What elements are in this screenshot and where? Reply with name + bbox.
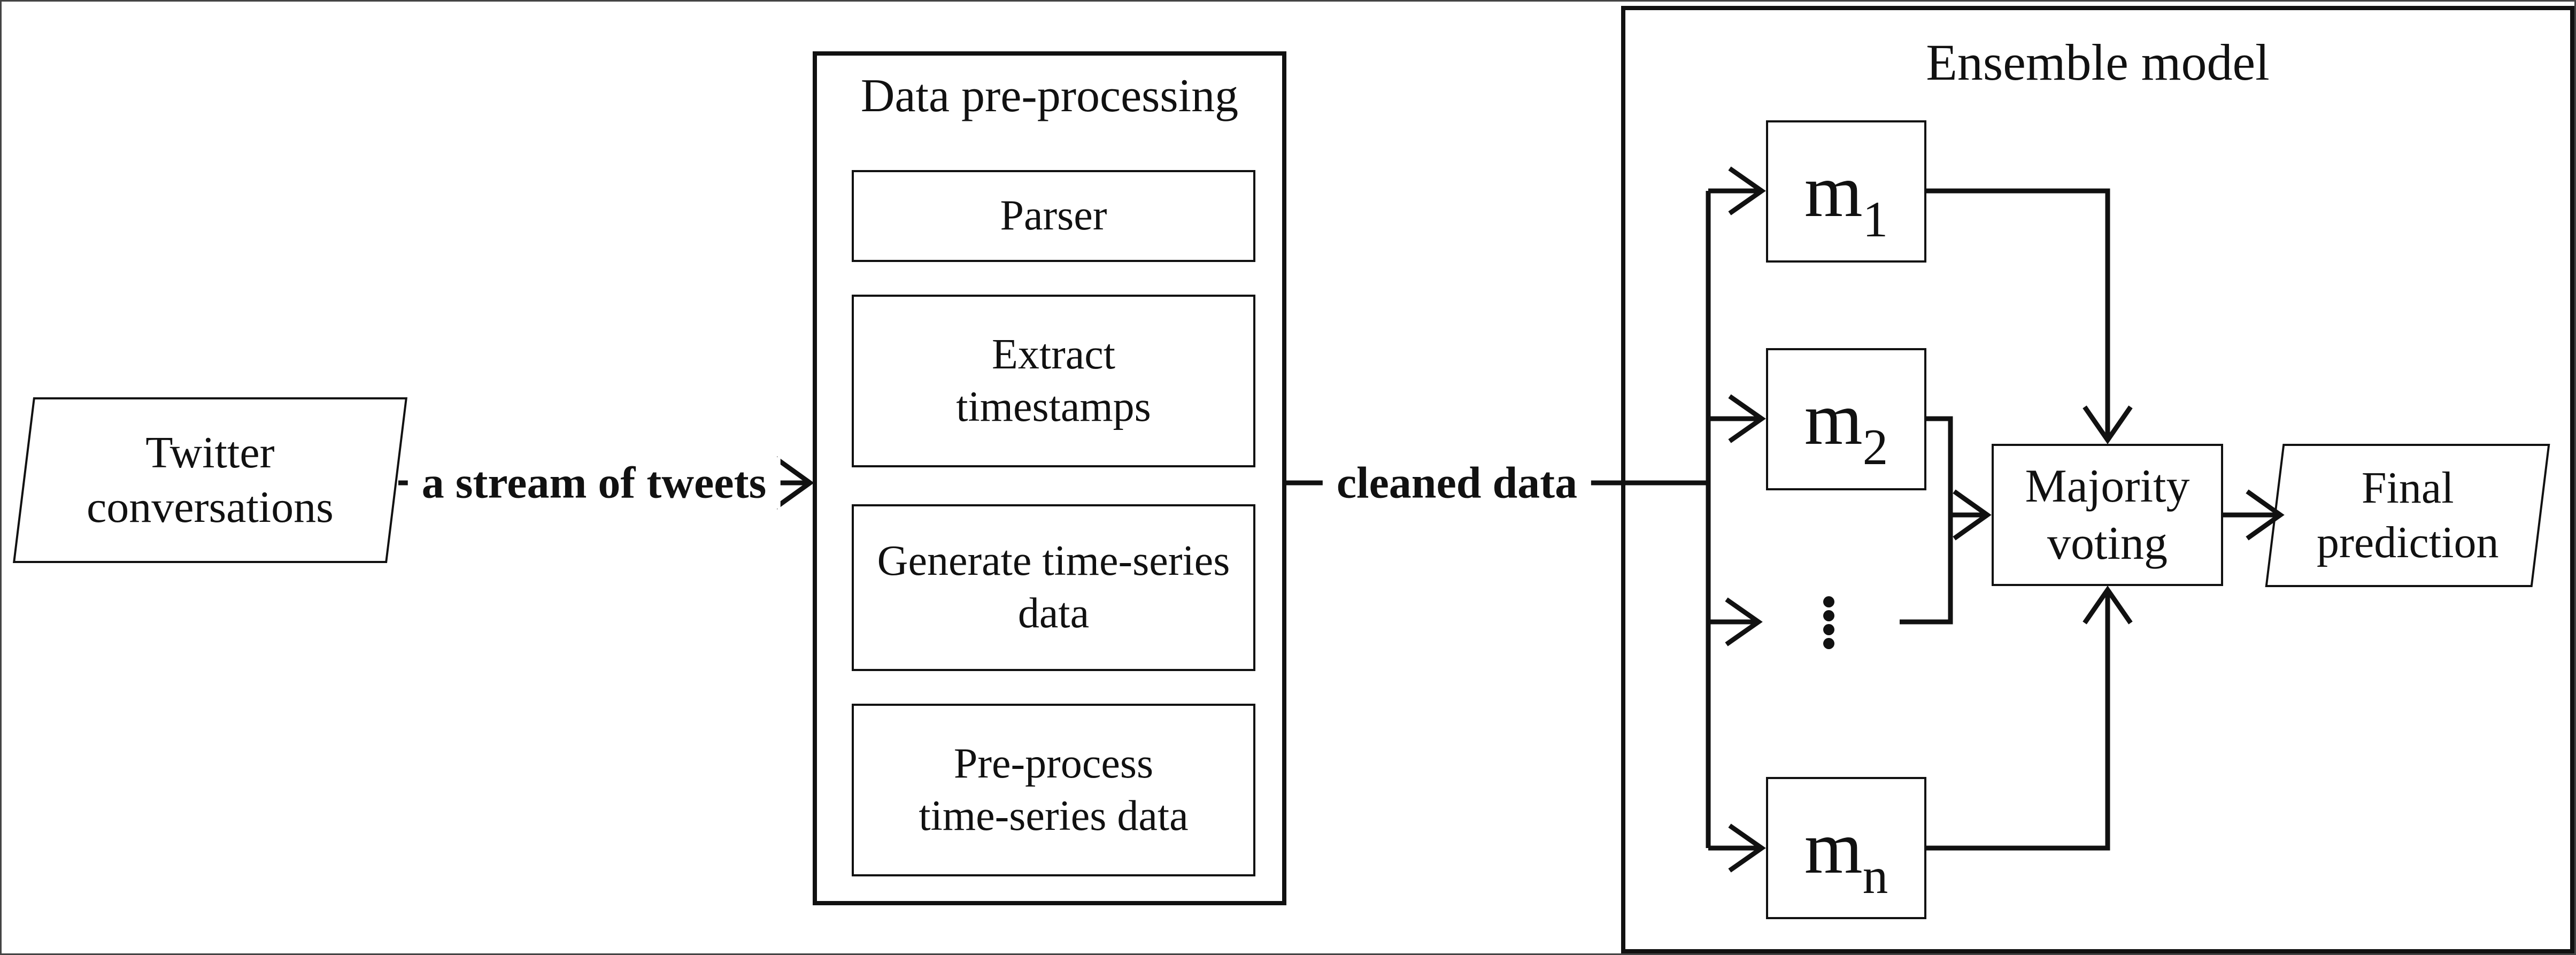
twitter-conversations-label: Twitter conversations [87, 427, 334, 532]
step-extract-timestamps: Extract timestamps [852, 295, 1255, 467]
model-m2-node: m2 [1766, 348, 1926, 490]
vertical-ellipsis-icon [1823, 596, 1834, 649]
step-generate-time-series: Generate time-series data [852, 504, 1255, 671]
model-m1-node: m1 [1766, 120, 1926, 263]
preprocessing-title: Data pre-processing [860, 70, 1239, 122]
twitter-conversations-node: Twitter conversations [12, 397, 408, 563]
model-mn-node: mn [1766, 777, 1926, 919]
preprocessing-container: Data pre-processing [813, 51, 1286, 905]
step-parser: Parser [852, 170, 1255, 262]
edge-stream-of-tweets-label: a stream of tweets [407, 457, 781, 509]
model-m1-label: m1 [1804, 149, 1888, 248]
final-prediction-label: Final prediction [2316, 463, 2499, 567]
ensemble-title: Ensemble model [1926, 34, 2270, 91]
edge-cleaned-data-label: cleaned data [1322, 457, 1592, 509]
model-mn-label: mn [1804, 806, 1888, 904]
model-m2-label: m2 [1804, 377, 1888, 475]
final-prediction-node: Final prediction [2265, 444, 2550, 587]
ensemble-container: Ensemble model [1621, 6, 2574, 953]
step-preprocess-time-series: Pre-process time-series data [852, 704, 1255, 876]
edge-stream-of-tweets-arrowhead [774, 456, 814, 510]
majority-voting-node: Majority voting [1992, 444, 2223, 586]
